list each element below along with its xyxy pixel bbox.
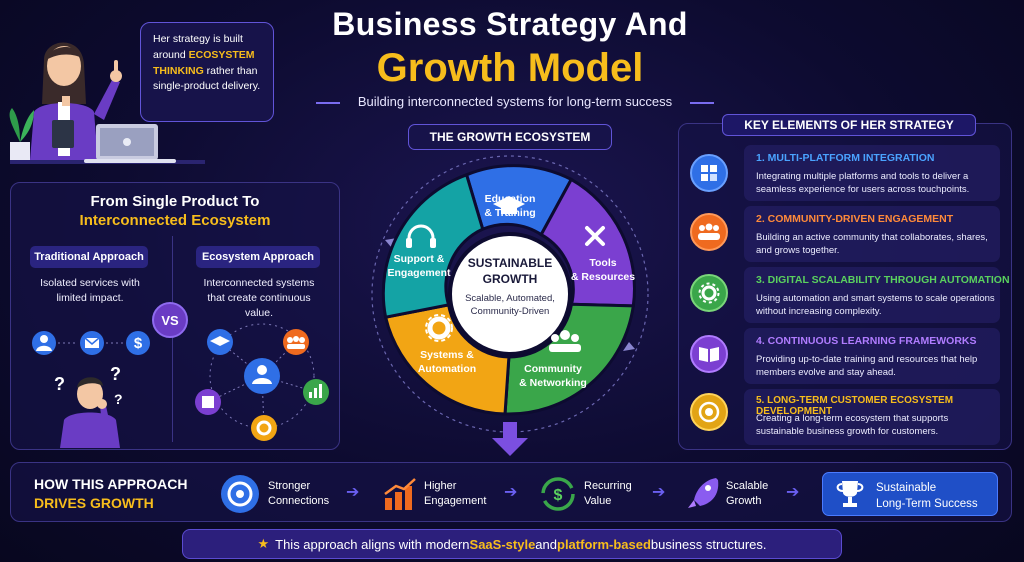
arrow-right-icon: ➔	[786, 484, 800, 501]
user-icon	[32, 331, 56, 355]
page-title-line1: Business Strategy And	[332, 6, 688, 42]
question-mark-left: ?	[54, 374, 65, 394]
panel-divider	[172, 236, 173, 442]
footer-highlight-saas: SaaS-style	[469, 536, 536, 552]
segment-label-systems: Systems &Automation	[417, 349, 477, 376]
subtitle-divider-right	[690, 102, 714, 104]
isolated-services-icons: $	[32, 331, 150, 355]
confused-man-illustration: ? ? ?	[54, 364, 123, 448]
growth-drivers-title-line1: HOW THIS APPROACH	[34, 476, 188, 492]
laptop-icon	[84, 124, 176, 163]
rocket-icon	[688, 478, 719, 508]
bar-chart-icon	[384, 478, 416, 510]
arrow-right-icon: ➔	[652, 484, 666, 501]
key-element-desc-3: Using automation and smart systems to sc…	[756, 293, 995, 318]
key-element-title-2: 2. COMMUNITY-DRIVEN ENGAGEMENT	[756, 213, 954, 225]
tools-icon	[585, 226, 605, 246]
key-element-card-1	[744, 145, 1000, 201]
key-element-title-1: 1. MULTI-PLATFORM INTEGRATION	[756, 152, 935, 164]
ecosystem-approach-label: Ecosystem Approach	[196, 246, 320, 268]
dollar-icon: $	[126, 331, 150, 355]
page-title-line2: Growth Model	[376, 46, 644, 90]
key-element-title-5: 5. LONG-TERM CUSTOMER ECOSYSTEM DEVELOPM…	[756, 395, 954, 417]
svg-text:$: $	[554, 487, 563, 504]
vs-badge: VS	[152, 302, 188, 338]
key-element-desc-2: Building an active community that collab…	[756, 232, 988, 257]
footer-text-end: business structures.	[650, 536, 767, 552]
footer-text-start: This approach aligns with modern	[275, 536, 470, 552]
key-element-card-4	[744, 328, 1000, 384]
gear-automation-icon	[690, 274, 728, 312]
mail-icon	[80, 331, 104, 355]
segment-community-networking	[503, 302, 636, 416]
key-element-desc-1: Integrating multiple platforms and tools…	[756, 171, 970, 196]
key-elements-header: KEY ELEMENTS OF HER STRATEGY	[722, 114, 976, 136]
footer-banner: ★ This approach aligns with modern SaaS-…	[182, 529, 842, 559]
key-element-card-2	[744, 206, 1000, 262]
key-element-desc-5: Creating a long-term ecosystem that supp…	[756, 413, 949, 438]
svg-text:$: $	[134, 335, 143, 352]
subtitle-divider-left	[316, 102, 340, 104]
graduation-cap-icon	[207, 329, 233, 355]
core-description: Scalable, Automated,Community-Driven	[465, 293, 555, 318]
arrow-right-icon: ➔	[504, 484, 518, 501]
arrow-right-icon: ➔	[346, 484, 360, 501]
question-mark-top: ?	[110, 364, 121, 384]
growth-ecosystem-header: THE GROWTH ECOSYSTEM	[408, 124, 612, 150]
ecosystem-approach-desc: Interconnected systems that create conti…	[203, 277, 315, 320]
left-panel-title-line2: Interconnected Ecosystem	[79, 212, 271, 229]
center-user-icon	[244, 358, 280, 394]
left-panel-title-line1: From Single Product To	[90, 193, 260, 210]
graduation-cap-icon	[493, 196, 525, 214]
community-icon	[283, 329, 309, 355]
page-subtitle: Building interconnected systems for long…	[357, 94, 673, 109]
question-mark-right: ?	[114, 391, 123, 407]
down-arrow-icon	[492, 422, 528, 456]
target-icon	[221, 475, 259, 513]
headset-icon	[406, 224, 436, 248]
community-icon	[690, 213, 728, 251]
segment-label-education: Education& Training	[484, 193, 536, 220]
growth-ecosystem-wheel	[371, 155, 649, 433]
traditional-approach-desc: Isolated services with limited impact.	[40, 277, 140, 305]
key-element-title-3: 3. DIGITAL SCALABILITY THROUGH AUTOMATIO…	[756, 274, 1010, 286]
segment-label-tools: Tools& Resources	[570, 257, 636, 284]
trophy-icon	[836, 481, 864, 507]
bubble-text-start: Her strategy is built around	[153, 33, 243, 61]
book-icon	[690, 335, 728, 373]
key-element-card-5	[744, 389, 1000, 445]
segment-label-community: Community& Networking	[519, 363, 587, 390]
traditional-approach-label: Traditional Approach	[30, 246, 148, 268]
puzzle-icon	[690, 154, 728, 192]
gear-icon	[425, 314, 453, 342]
woman-figure	[30, 42, 122, 160]
chart-growth-icon	[303, 379, 329, 405]
puzzle-icon	[195, 389, 221, 415]
footer-highlight-platform: platform-based	[557, 536, 651, 552]
footer-text-mid: and	[535, 536, 557, 552]
presenter-illustration	[9, 42, 205, 164]
key-element-title-4: 4. CONTINUOUS LEARNING FRAMEWORKS	[756, 335, 977, 347]
target-icon	[690, 393, 728, 431]
gear-icon	[251, 415, 277, 441]
recurring-dollar-icon: $	[541, 477, 575, 511]
bubble-text-end: rather than single-product delivery.	[153, 64, 261, 93]
key-element-card-3	[744, 267, 1000, 323]
growth-drivers-title-line2: DRIVES GROWTH	[34, 495, 154, 511]
ecosystem-network-diagram	[195, 323, 329, 441]
star-icon: ★	[257, 536, 270, 551]
plant-icon	[9, 108, 34, 160]
sustainable-growth-core	[448, 232, 572, 356]
speech-bubble: Her strategy is built around ECOSYSTEM T…	[140, 22, 274, 122]
key-element-desc-4: Providing up-to-date training and resour…	[756, 354, 978, 379]
community-icon	[549, 330, 581, 352]
bubble-highlight: ECOSYSTEM THINKING	[153, 48, 255, 77]
segment-label-support: Support &Engagement	[387, 253, 451, 280]
